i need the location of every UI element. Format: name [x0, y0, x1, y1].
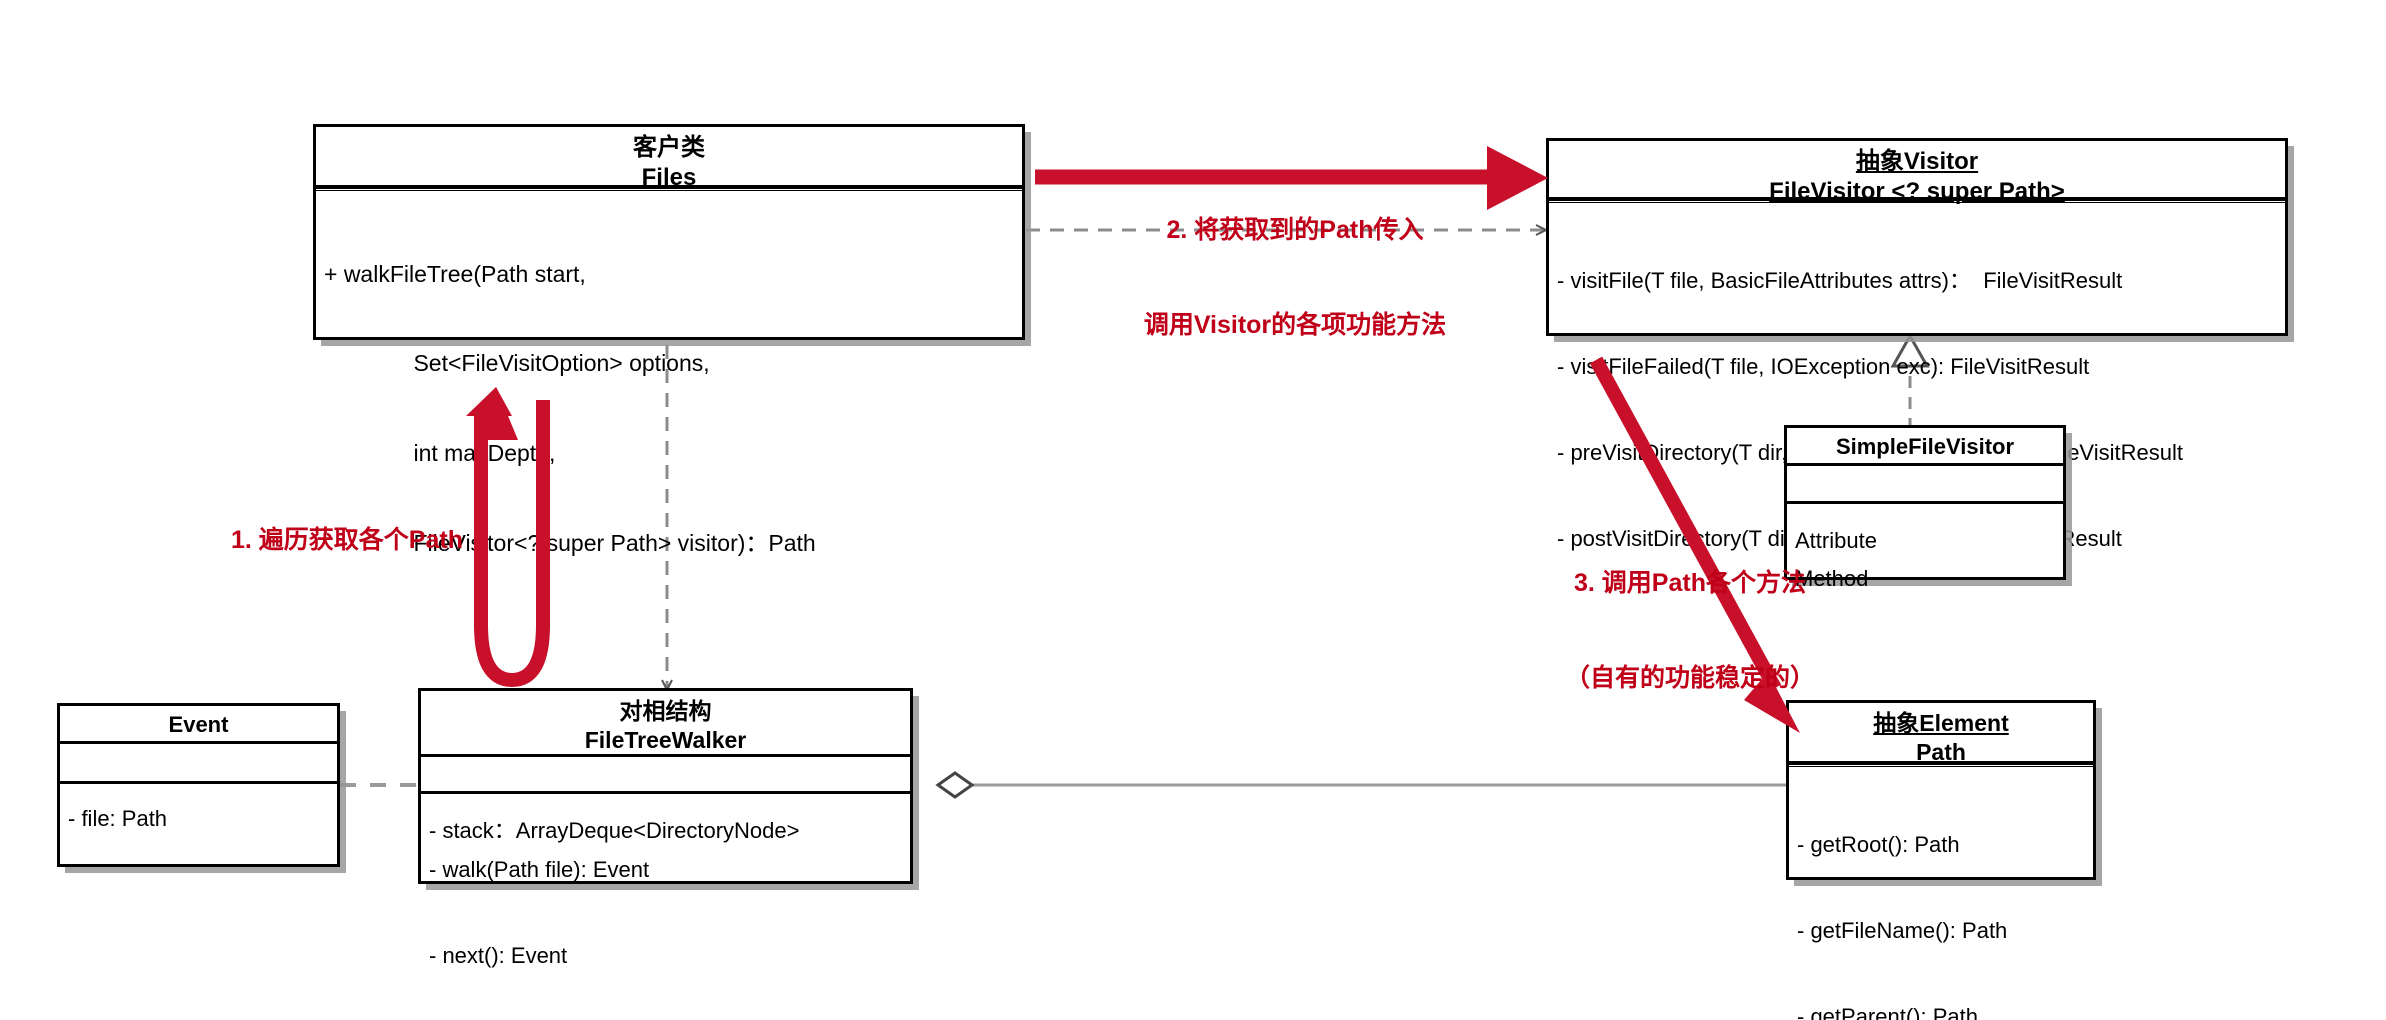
class-name-simplefilevisitor: SimpleFileVisitor — [1835, 434, 2015, 459]
class-stereotype-path: 抽象Element — [1873, 710, 2009, 736]
class-header-files: 客户类 Files — [316, 127, 1022, 191]
class-attributes-event: - file: Path — [60, 744, 337, 831]
annotation-step1-line1: 1. 遍历获取各个Path — [231, 526, 463, 554]
attribute-line: Attribute — [1795, 528, 1877, 554]
class-name-event: Event — [168, 712, 229, 737]
class-header-simplefilevisitor: SimpleFileVisitor — [1787, 428, 2063, 466]
class-header-filevisitor: 抽象Visitor FileVisitor <? super Path> — [1549, 141, 2285, 205]
method-line: - walk(Path file): Event — [429, 857, 650, 883]
class-name-filevisitor: FileVisitor <? super Path> — [1769, 177, 2065, 205]
class-attributes-simplefilevisitor: Attribute — [1787, 466, 2063, 553]
class-name-path: Path — [1916, 738, 1966, 765]
class-box-filevisitor[interactable]: 抽象Visitor FileVisitor <? super Path> - v… — [1546, 138, 2288, 551]
attribute-line: - file: Path — [68, 806, 168, 832]
class-box-event[interactable]: Event - file: Path — [57, 703, 340, 867]
member-line: - getParent(): Path — [1797, 1003, 1978, 1020]
class-methods-filetreewalker: - walk(Path file): Event - next(): Event… — [421, 794, 910, 1020]
class-attributes-filetreewalker: - stack：ArrayDeque<DirectoryNode> — [421, 757, 910, 843]
annotation-step2: 2. 将获取到的Path传入 调用Visitor的各项功能方法 — [1100, 152, 1490, 404]
class-stereotype-filevisitor: 抽象Visitor — [1855, 148, 1979, 175]
class-box-simplefilevisitor[interactable]: SimpleFileVisitor Attribute Method — [1784, 425, 2066, 591]
annotation-step3: 3. 调用Path各个方法 （自有的功能稳定的） — [1555, 505, 1825, 757]
aggregation-filetreewalker-to-path — [935, 771, 1786, 799]
member-line: - visitFile(T file, BasicFileAttributes … — [1557, 268, 2123, 294]
class-header-event: Event — [60, 706, 337, 744]
class-stereotype-files: 客户类 — [633, 134, 705, 161]
member-line: + walkFileTree(Path start, — [324, 260, 586, 287]
member-line: Set<FileVisitOption> options, — [324, 350, 710, 377]
member-line: - getRoot(): Path — [1797, 832, 1960, 858]
member-line: - getFileName(): Path — [1797, 917, 2008, 943]
method-line: Method — [1795, 566, 1869, 592]
class-box-path[interactable]: 抽象Element Path - getRoot(): Path - getFi… — [1786, 700, 2096, 1020]
class-header-filetreewalker: 对相结构 FileTreeWalker — [421, 691, 910, 757]
class-box-filetreewalker[interactable]: 对相结构 FileTreeWalker - stack：ArrayDeque<D… — [418, 688, 913, 968]
attribute-line: - stack：ArrayDeque<DirectoryNode> — [429, 818, 800, 844]
annotation-step3-line1: 3. 调用Path各个方法 — [1574, 569, 1806, 597]
annotation-step2-line1: 2. 将获取到的Path传入 — [1166, 216, 1424, 244]
class-name-filetreewalker: FileTreeWalker — [584, 726, 747, 753]
member-line: - visitFileFailed(T file, IOException ex… — [1557, 353, 2090, 379]
class-methods-simplefilevisitor: Method — [1787, 504, 2063, 655]
class-name-files: Files — [641, 163, 697, 191]
class-members-path: - getRoot(): Path - getFileName(): Path … — [1789, 767, 2093, 1020]
method-line: - next(): Event — [429, 942, 568, 968]
class-header-path: 抽象Element Path — [1789, 703, 2093, 767]
annotation-step1: 1. 遍历获取各个Path — [222, 462, 472, 620]
annotation-step3-line2: （自有的功能稳定的） — [1564, 663, 1815, 692]
class-stereotype-filetreewalker: 对相结构 — [619, 698, 712, 724]
class-box-files[interactable]: 客户类 Files + walkFileTree(Path start, Set… — [313, 124, 1025, 556]
annotation-step2-line2: 调用Visitor的各项功能方法 — [1143, 310, 1447, 339]
